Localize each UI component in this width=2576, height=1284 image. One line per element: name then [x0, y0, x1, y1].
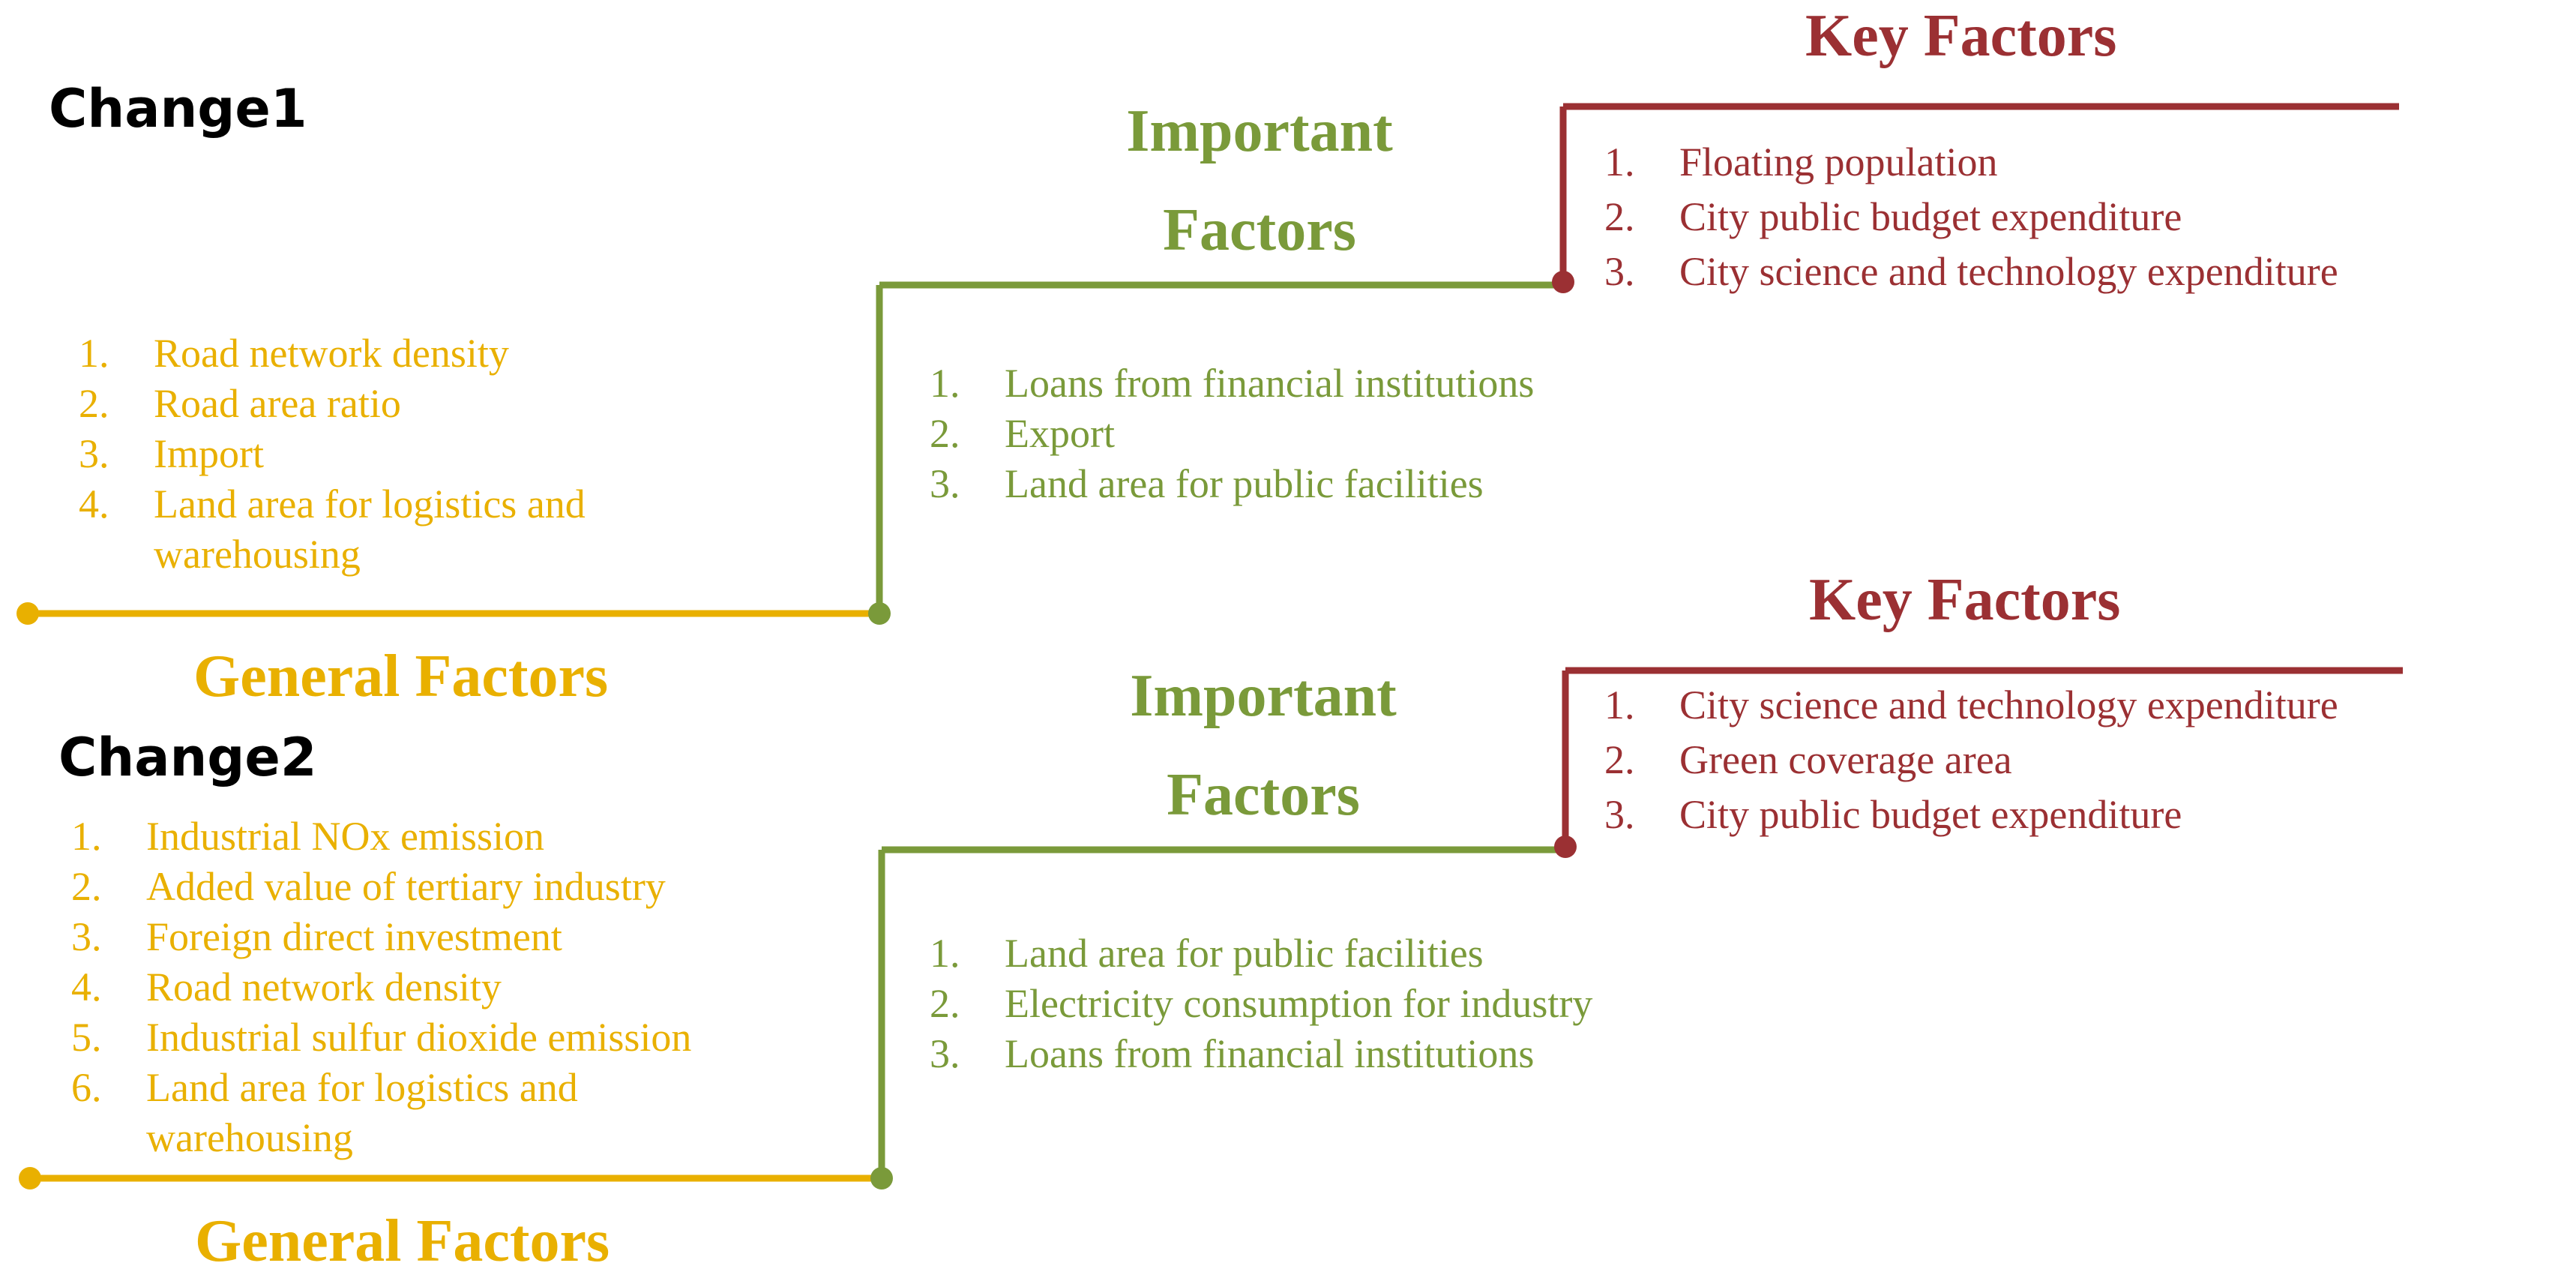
item-text: Land area for logistics and warehousing	[154, 482, 586, 577]
item-number: 2.	[930, 981, 960, 1026]
item-text: Road network density	[154, 331, 509, 376]
change1-key-factor-list: 1. Floating population 2. City public budg…	[1604, 135, 2572, 299]
change1-key-start-dot	[1552, 271, 1574, 293]
change2-important-factors-title: Important Factors	[1098, 666, 1428, 825]
change1-important-factor-list: 1. Loans from financial institutions 2. Ex…	[930, 358, 1829, 509]
list-item: 4. Land area for logistics and warehousin…	[79, 479, 663, 580]
list-item: 5. Industrial sulfur dioxide emission	[71, 1012, 881, 1063]
list-item: 1. Loans from financial institutions	[930, 358, 1829, 409]
item-text: Land area for public facilities	[1005, 931, 1484, 976]
item-number: 3.	[930, 1031, 960, 1076]
title-line: Factors	[1163, 197, 1356, 263]
list-item: 3. Foreign direct investment	[71, 912, 881, 962]
item-text: Electricity consumption for industry	[1005, 981, 1593, 1026]
change2-general-start-dot	[19, 1167, 41, 1190]
change1-important-factors-title: Important Factors	[1095, 101, 1424, 260]
item-text: Import	[154, 431, 264, 476]
item-text: Floating population	[1679, 140, 1998, 184]
item-number: 5.	[71, 1015, 102, 1060]
item-number: 1.	[79, 331, 109, 376]
change2-label: Change2	[58, 727, 317, 788]
list-item: 1. Floating population	[1604, 135, 2572, 190]
list-item: 4. Road network density	[71, 962, 881, 1012]
list-item: 2. Export	[930, 409, 1829, 459]
item-number: 4.	[71, 964, 102, 1010]
item-text: City public budget expenditure	[1679, 792, 2182, 837]
item-number: 1.	[930, 931, 960, 976]
change2-key-factor-list: 1. City science and technology expenditur…	[1604, 678, 2572, 842]
item-text: Added value of tertiary industry	[146, 864, 666, 909]
list-item: 1. Land area for public facilities	[930, 928, 1829, 979]
change2-key-start-dot	[1554, 836, 1577, 858]
list-item: 3. City science and technology expenditur…	[1604, 244, 2572, 299]
item-number: 3.	[1604, 249, 1635, 294]
item-text: Land area for public facilities	[1005, 461, 1484, 506]
list-item: 2. Green coverage area	[1604, 733, 2572, 788]
item-number: 3.	[71, 914, 102, 959]
change1-key-factors-title: Key Factors	[1805, 3, 2117, 69]
list-item: 2. City public budget expenditure	[1604, 190, 2572, 244]
item-number: 1.	[71, 814, 102, 859]
change1-general-factor-list: 1. Road network density 2. Road area ratio…	[79, 328, 828, 580]
item-number: 2.	[79, 381, 109, 426]
change1-general-start-dot	[16, 602, 39, 625]
change1-label: Change1	[49, 78, 307, 140]
list-item: 2. Road area ratio	[79, 379, 828, 429]
item-text: Loans from financial institutions	[1005, 1031, 1535, 1076]
item-number: 3.	[79, 431, 109, 476]
title-line: Important	[1130, 663, 1397, 729]
list-item: 3. Import	[79, 429, 828, 479]
item-number: 2.	[1604, 737, 1635, 782]
item-number: 2.	[930, 411, 960, 456]
item-text: Loans from financial institutions	[1005, 361, 1535, 406]
list-item: 3. Land area for public facilities	[930, 459, 1829, 509]
item-text: Foreign direct investment	[146, 914, 562, 959]
list-item: 1. City science and technology expenditur…	[1604, 678, 2572, 733]
change2-general-factor-list: 1. Industrial NOx emission 2. Added value …	[71, 812, 881, 1163]
item-text: Export	[1005, 411, 1115, 456]
item-number: 6.	[71, 1065, 102, 1110]
list-item: 6. Land area for logistics and warehousin…	[71, 1063, 656, 1163]
change2-key-factors-title: Key Factors	[1809, 567, 2121, 633]
item-number: 1.	[1604, 682, 1635, 728]
item-number: 3.	[930, 461, 960, 506]
item-text: Road area ratio	[154, 381, 401, 426]
change1-important-start-dot	[868, 602, 891, 625]
change2-important-factor-list: 1. Land area for public facilities 2. Elec…	[930, 928, 1829, 1079]
list-item: 2. Added value of tertiary industry	[71, 862, 881, 912]
item-number: 1.	[1604, 140, 1635, 184]
item-text: Road network density	[146, 964, 502, 1010]
item-text: City science and technology expenditure	[1679, 682, 2338, 728]
item-number: 3.	[1604, 792, 1635, 837]
title-line: Factors	[1167, 762, 1360, 828]
item-number: 1.	[930, 361, 960, 406]
item-text: City science and technology expenditure	[1679, 249, 2338, 294]
change1-general-factors-title: General Factors	[193, 644, 609, 710]
item-number: 4.	[79, 482, 109, 526]
item-text: Industrial sulfur dioxide emission	[146, 1015, 692, 1060]
title-line: Important	[1126, 98, 1393, 164]
change2-important-start-dot	[870, 1167, 893, 1190]
list-item: 2. Electricity consumption for industry	[930, 979, 1829, 1029]
item-text: City public budget expenditure	[1679, 194, 2182, 239]
item-text: Industrial NOx emission	[146, 814, 544, 859]
list-item: 1. Road network density	[79, 328, 828, 379]
item-number: 2.	[71, 864, 102, 909]
list-item: 3. City public budget expenditure	[1604, 788, 2572, 842]
item-text: Land area for logistics and warehousing	[146, 1065, 578, 1160]
change2-general-factors-title: General Factors	[195, 1208, 610, 1274]
list-item: 1. Industrial NOx emission	[71, 812, 881, 862]
list-item: 3. Loans from financial institutions	[930, 1029, 1829, 1079]
item-text: Green coverage area	[1679, 737, 2012, 782]
item-number: 2.	[1604, 194, 1635, 239]
